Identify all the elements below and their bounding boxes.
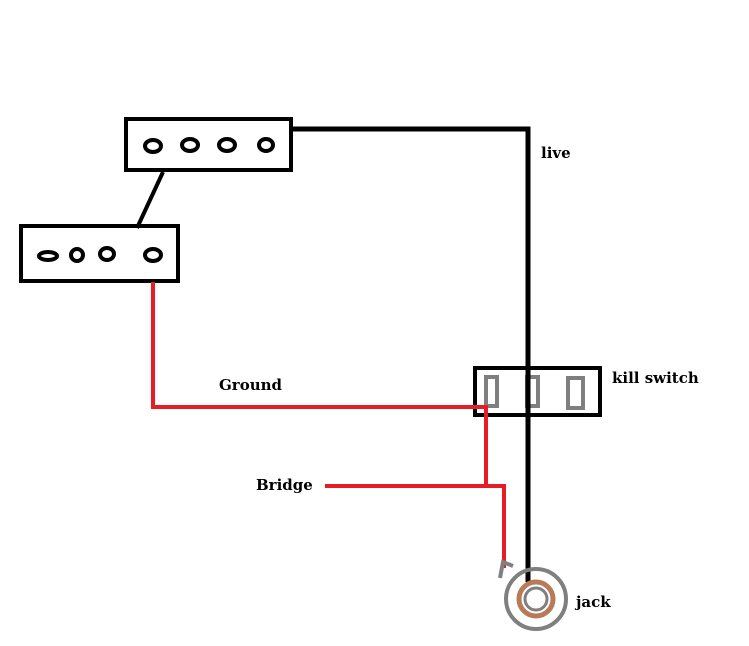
pole-piece [37,250,59,262]
ground-wire [151,282,506,568]
pole-piece [69,247,85,263]
jack-label: jack [574,593,611,611]
pole-piece [217,137,237,153]
pole-piece [257,137,275,153]
live-wire [291,126,531,582]
ground-label: Ground [219,376,283,394]
pickup-lower [19,224,180,283]
jack-lug [498,559,514,579]
pole-piece [143,247,163,263]
live-label: live [541,144,571,162]
kill-switch [473,366,602,417]
pickup-upper [124,117,293,172]
pickup-link-wire [135,171,165,229]
switch-slot [484,375,499,408]
pole-piece [180,137,200,153]
pole-piece [98,246,116,262]
kill-switch-label: kill switch [612,369,699,387]
pole-piece [143,138,163,154]
switch-slot [566,376,585,410]
output-jack [498,559,568,631]
bridge-label: Bridge [256,476,313,494]
